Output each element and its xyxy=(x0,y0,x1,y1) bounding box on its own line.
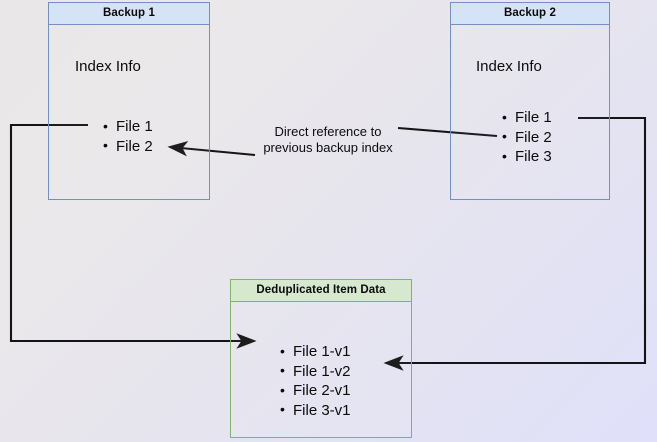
list-item: File 2 xyxy=(502,127,552,148)
node-deduplicated-item-data-file-list: File 1-v1 File 1-v2 File 2-v1 File 3-v1 xyxy=(276,342,350,421)
node-backup-2-file-list: File 1 File 2 File 3 xyxy=(498,108,552,167)
node-backup-1-file-list: File 1 File 2 xyxy=(99,117,153,156)
node-backup-2-body: Index Info File 1 File 2 File 3 xyxy=(451,25,609,199)
list-item: File 2 xyxy=(103,136,153,157)
node-backup-1-index-label: Index Info xyxy=(75,58,141,75)
node-backup-2[interactable]: Backup 2 Index Info File 1 File 2 File 3 xyxy=(450,2,610,200)
edge-label-line-2: previous backup index xyxy=(263,140,393,155)
list-item: File 2-v1 xyxy=(280,381,350,401)
node-backup-1-header: Backup 1 xyxy=(49,3,209,25)
edge-label-direct-reference: Direct reference to previous backup inde… xyxy=(248,124,408,156)
node-backup-1-body: Index Info File 1 File 2 xyxy=(49,25,209,199)
list-item: File 1 xyxy=(502,108,552,128)
list-item: File 1 xyxy=(103,117,153,137)
list-item: File 1-v1 xyxy=(280,342,350,362)
node-deduplicated-item-data-header: Deduplicated Item Data xyxy=(231,280,411,302)
node-deduplicated-item-data-body: File 1-v1 File 1-v2 File 2-v1 File 3-v1 xyxy=(231,302,411,437)
list-item: File 3 xyxy=(502,147,552,167)
list-item: File 3-v1 xyxy=(280,400,350,421)
node-backup-2-index-label: Index Info xyxy=(476,58,542,75)
edge-label-line-1: Direct reference to xyxy=(274,124,382,139)
node-backup-1[interactable]: Backup 1 Index Info File 1 File 2 xyxy=(48,2,210,200)
list-item: File 1-v2 xyxy=(280,361,350,382)
node-backup-2-header: Backup 2 xyxy=(451,3,609,25)
node-deduplicated-item-data[interactable]: Deduplicated Item Data File 1-v1 File 1-… xyxy=(230,279,412,438)
